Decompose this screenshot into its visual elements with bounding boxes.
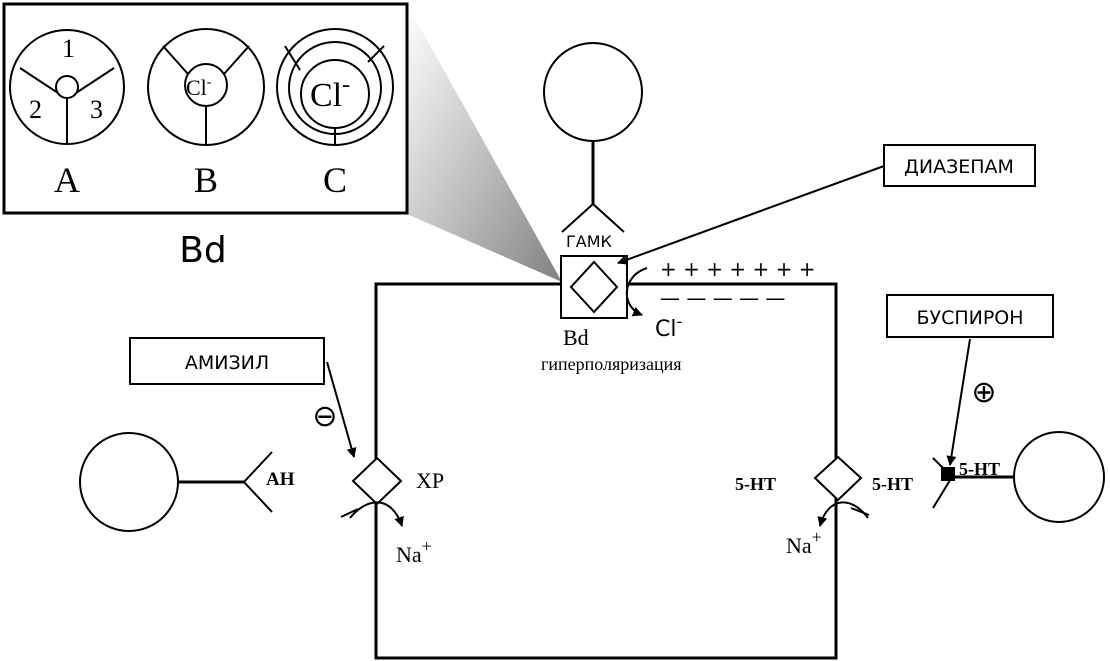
- gaba-neuron-terminal: [561, 202, 625, 233]
- channel-b-divider: [223, 45, 250, 75]
- buspirone-arrow: [946, 338, 971, 466]
- left-sodium-arrow: [349, 501, 404, 527]
- right-presynaptic-neuron: [932, 431, 1105, 523]
- site-number-1: 1: [62, 34, 75, 63]
- gaba-neuron-soma: [543, 42, 643, 142]
- chloride-flow-arrow: [625, 267, 648, 317]
- amizil-arrow: [326, 361, 357, 458]
- right-neuron-terminal: [932, 457, 954, 509]
- channel-b-divider: [162, 45, 189, 75]
- inset-panel: 1 2 3 A Cl- B Cl- C: [2, 2, 409, 215]
- chloride-ion-b: Cl-: [186, 75, 212, 100]
- right-neuron-soma: [1013, 431, 1105, 523]
- left-sodium-crossmark: [340, 508, 359, 518]
- cholinoreceptor-label: ХР: [416, 468, 444, 493]
- chloride-ion-c: Cl-: [310, 72, 350, 114]
- membrane-minus-charges: — — — — —: [660, 286, 785, 310]
- state-label-c: C: [323, 160, 347, 200]
- right-sodium-crossmark: [850, 507, 870, 516]
- inset-state-c: Cl- C: [276, 28, 394, 200]
- cholinoreceptor-diamond: [351, 456, 403, 506]
- inset-state-a: 1 2 3 A: [9, 29, 125, 200]
- serotonin-receptor-label-right: 5-НТ: [872, 474, 913, 494]
- gaba-label: ГАМК: [566, 232, 613, 251]
- serotonin-receptor-label-left: 5-НТ: [735, 474, 776, 494]
- receptor-diamond: [569, 260, 619, 314]
- state-label-a: A: [54, 160, 80, 200]
- channel-a-divider: [19, 67, 59, 94]
- inhibition-sign: ⊖: [312, 399, 337, 434]
- buspirone-label: БУСПИРОН: [916, 307, 1023, 329]
- state-label-b: B: [194, 160, 218, 200]
- left-neuron-soma: [79, 432, 179, 532]
- gaba-presynaptic-neuron: [543, 42, 643, 233]
- buspirone-box: [886, 294, 1054, 338]
- membrane-plus-charges: + + + + + + +: [660, 257, 815, 281]
- hyperpolarization-label: гиперполяризация: [541, 354, 682, 374]
- left-presynaptic-neuron: [79, 432, 273, 532]
- chloride-ion-label: Cl-: [655, 312, 682, 342]
- channel-a-divider: [75, 67, 115, 94]
- left-sodium-label: Na+: [396, 536, 432, 567]
- right-sodium-label: Na+: [786, 527, 822, 558]
- diazepam-label: ДИАЗЕПАМ: [904, 156, 1014, 178]
- serotonin-receptor-diamond: [813, 455, 863, 502]
- left-mediator-label: АН: [266, 469, 295, 490]
- channel-c-divider: [284, 45, 301, 71]
- amizil-box: [129, 337, 325, 385]
- site-number-3: 3: [90, 95, 103, 124]
- diazepam-arrow: [617, 165, 885, 265]
- autoreceptor-square: [941, 467, 955, 481]
- right-mediator-label: 5-НТ: [959, 459, 1000, 479]
- left-neuron-terminal: [242, 451, 273, 513]
- zoom-beam: [407, 4, 562, 282]
- channel-c-divider: [367, 45, 385, 63]
- activation-sign: ⊕: [971, 375, 996, 410]
- site-number-2: 2: [29, 95, 42, 124]
- amizil-label: АМИЗИЛ: [185, 352, 269, 374]
- inset-state-b: Cl- B: [147, 28, 265, 200]
- inset-caption: Bd: [179, 230, 227, 271]
- neuron-membrane: [374, 282, 838, 660]
- right-sodium-arrow: [817, 501, 869, 527]
- diazepam-box: [883, 144, 1036, 187]
- bd-label: Bd: [563, 325, 589, 350]
- gaba-benzodiazepine-receptor: [560, 255, 628, 319]
